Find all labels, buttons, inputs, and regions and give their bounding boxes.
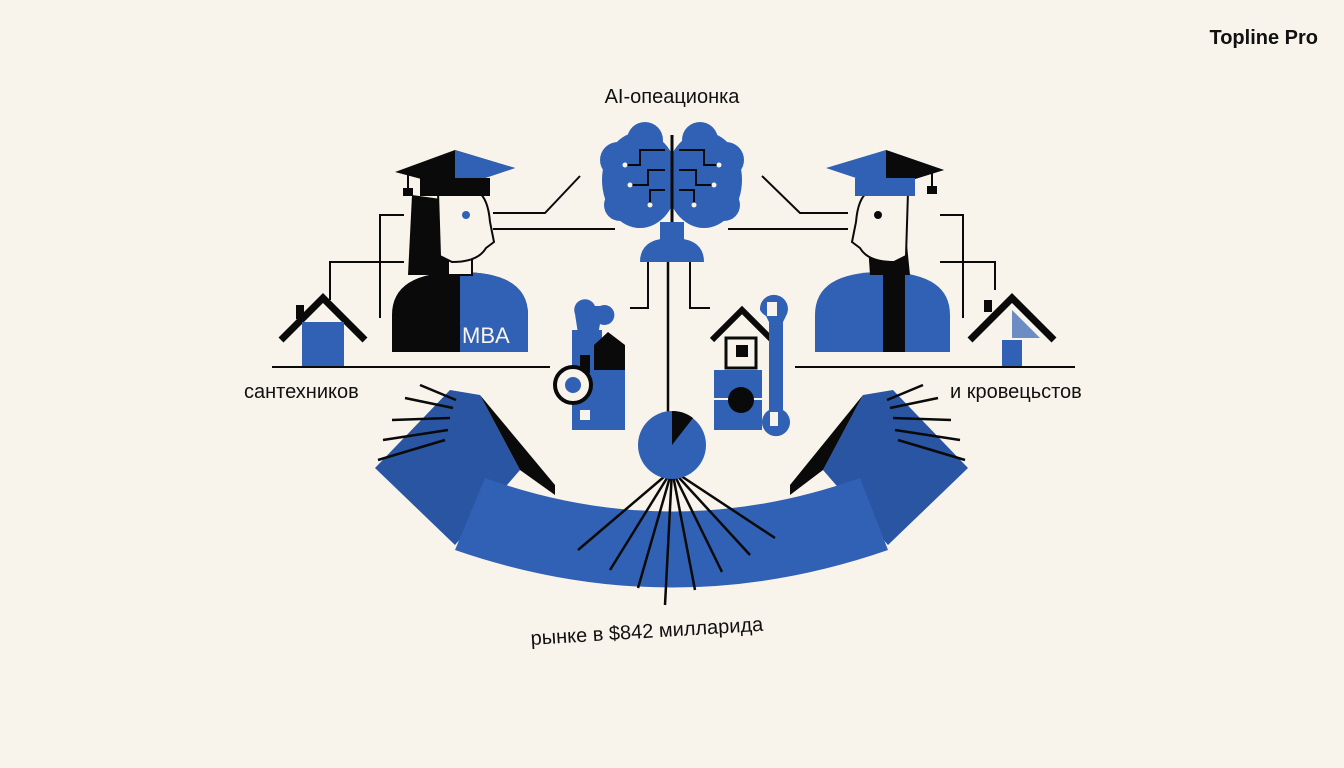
left-house-icon <box>278 293 368 367</box>
right-graduate <box>815 150 950 352</box>
brand-logo: Topline Pro <box>1209 27 1318 49</box>
brain-icon <box>600 122 744 262</box>
left-tools-icon <box>553 299 625 430</box>
left-caption: сантехников <box>244 381 359 403</box>
right-caption: и кровецьстов <box>950 381 1082 403</box>
right-tools-icon <box>709 294 791 437</box>
left-graduate: MBA <box>392 150 528 352</box>
connector-lines <box>329 175 996 318</box>
mba-badge: MBA <box>462 323 510 348</box>
ribbon-banner <box>375 390 968 588</box>
diagram-title: AI-опеационка <box>604 86 740 108</box>
radiating-lines <box>377 383 966 606</box>
right-house-icon <box>967 293 1057 367</box>
